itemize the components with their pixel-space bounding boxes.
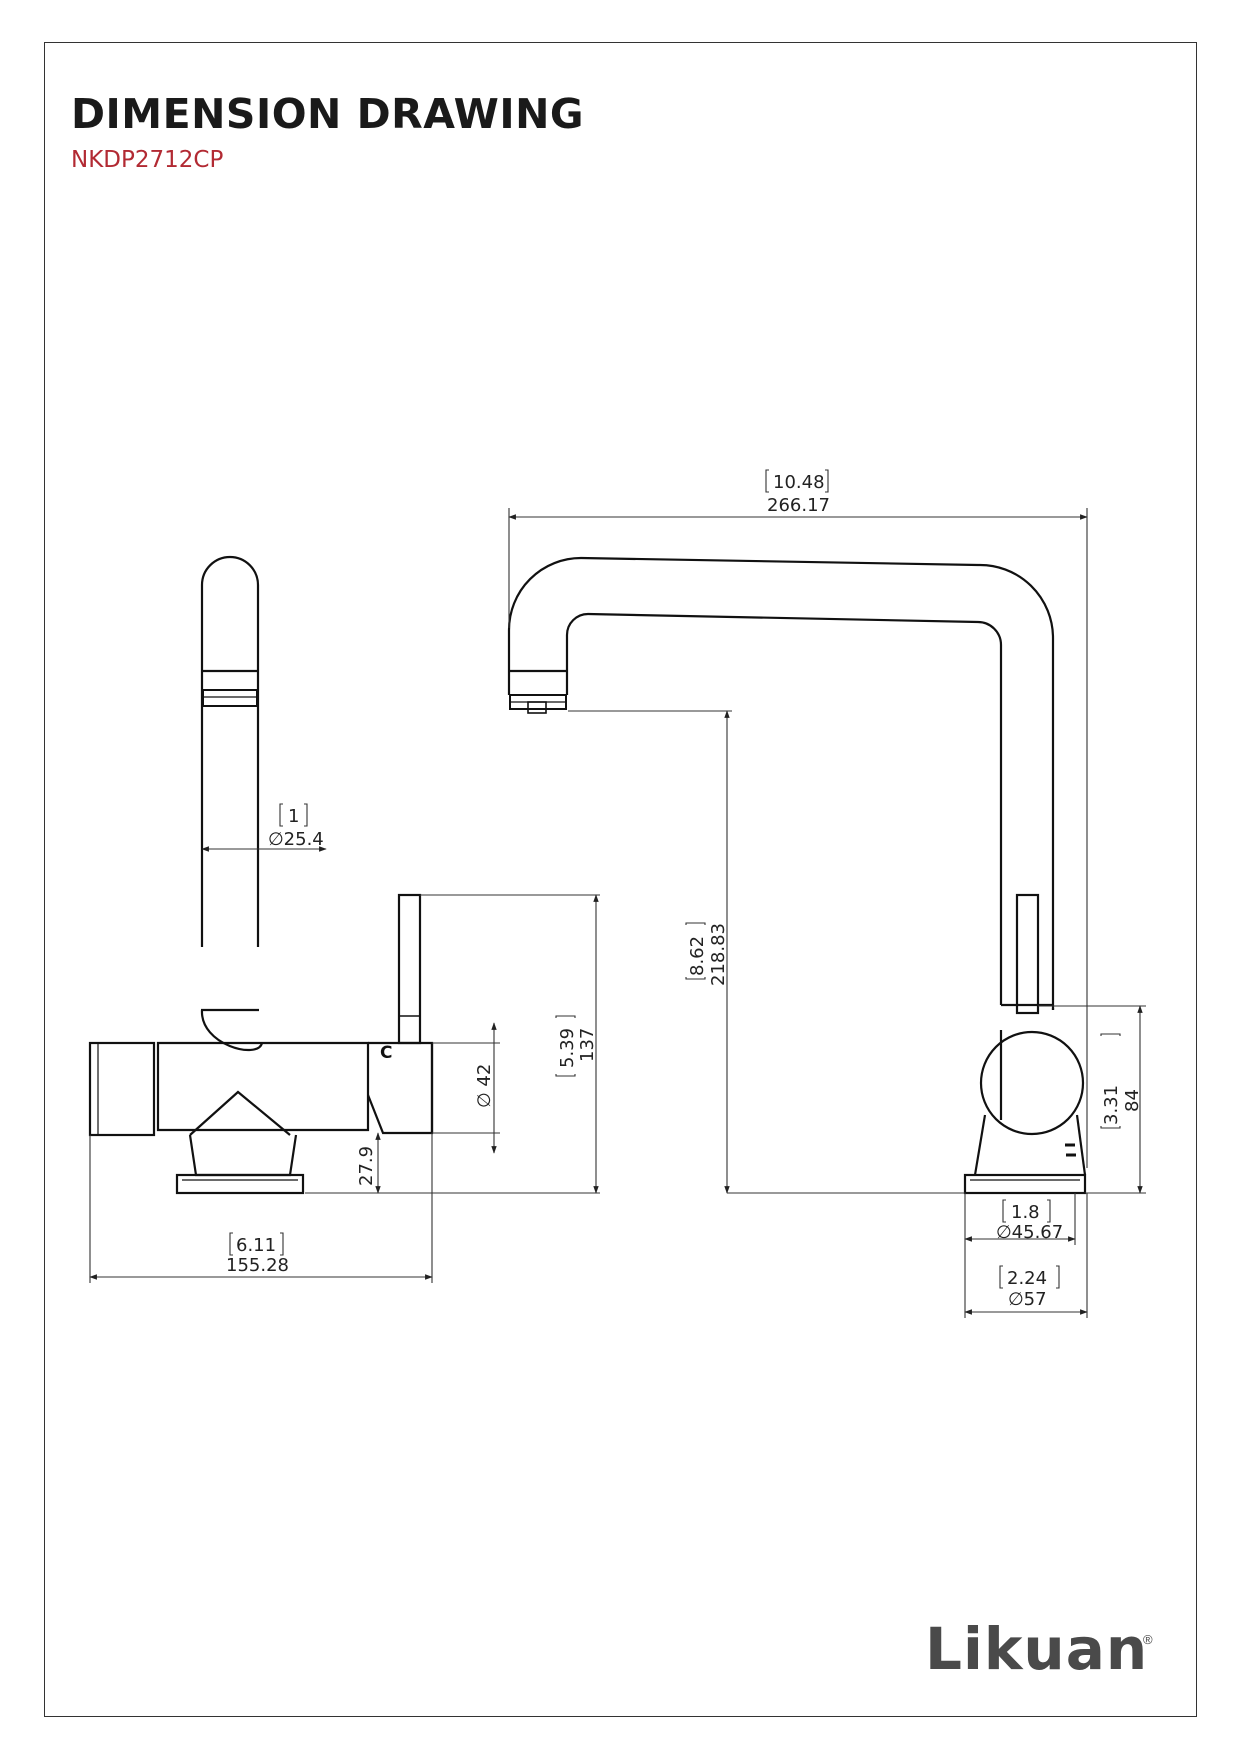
side-view-faucet: [507, 556, 1087, 1195]
spout-reach-inches: 10.48: [773, 472, 825, 493]
page-title: DIMENSION DRAWING: [71, 90, 585, 138]
body-width-inches: 6.11: [236, 1235, 276, 1256]
base-diameter-mm: ∅57: [1008, 1289, 1047, 1310]
outlet-height-mm: 218.83: [708, 923, 729, 986]
handle-height-mm: 137: [577, 1028, 598, 1062]
body-width-mm: 155.28: [226, 1255, 289, 1276]
stem-diameter-mm: ∅45.67: [996, 1222, 1063, 1243]
sheet-frame: [44, 42, 1197, 1717]
outlet-height-inches: 8.62: [687, 936, 708, 976]
front-view-faucet: [88, 555, 434, 1195]
cold-mark: C: [380, 1043, 392, 1063]
registered-mark: ®: [1143, 1632, 1153, 1647]
body-diameter-mm: ∅ 42: [474, 1064, 495, 1108]
front-view-dimensions: [89, 803, 600, 1283]
handle-height-inches: 5.39: [557, 1028, 578, 1068]
stem-diameter-inches: 1.8: [1011, 1202, 1040, 1223]
spout-diameter-inches: 1: [288, 806, 299, 827]
base-diameter-inches: 2.24: [1007, 1268, 1047, 1289]
model-number: NKDP2712CP: [71, 147, 224, 173]
spout-diameter-mm: ∅25.4: [268, 829, 324, 850]
body-height-mm: 84: [1122, 1089, 1143, 1112]
body-height-inches: 3.31: [1101, 1085, 1122, 1125]
spout-reach-mm: 266.17: [767, 495, 830, 516]
base-height-mm: 27.9: [356, 1146, 377, 1186]
brand-logo: Likuan: [925, 1615, 1149, 1683]
side-view-dimensions: [508, 469, 1146, 1318]
